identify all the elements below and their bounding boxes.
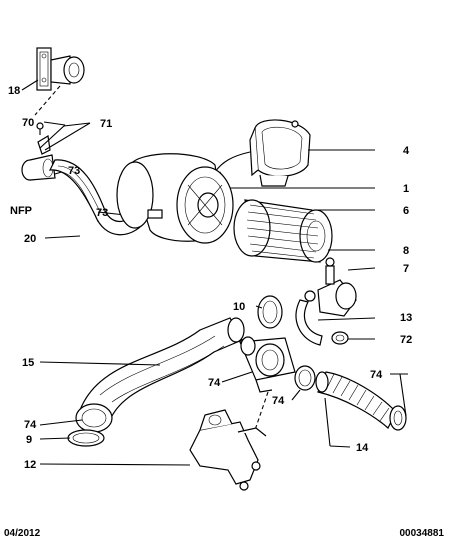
- part-10-o-ring: [257, 295, 283, 329]
- callout-1: 1: [403, 183, 409, 195]
- callout-8: 8: [403, 245, 409, 257]
- callout-12: 12: [24, 459, 36, 471]
- callout-72: 72: [400, 334, 412, 346]
- callout-74-far-right: 74: [370, 369, 383, 381]
- part-7-valve: [317, 257, 357, 317]
- callout-73-top: 73: [68, 165, 80, 177]
- part-15-intake-duct: [75, 317, 245, 433]
- part-12-lower-bracket: [189, 409, 267, 491]
- part-70-71-fitting: [21, 122, 56, 181]
- callout-14: 14: [356, 442, 369, 454]
- callout-labels: 18 70 71 73 NFP 73 20 4 1 6 8 7 10 13 72…: [8, 85, 412, 471]
- callout-70: 70: [22, 117, 34, 129]
- footer-reference-number: 00034881: [399, 528, 445, 539]
- part-74-clamp-right: [294, 365, 316, 391]
- callout-nfp: NFP: [10, 205, 32, 217]
- callout-74-right: 74: [272, 395, 285, 407]
- part-13-small-hose: [295, 290, 323, 346]
- part-18-bracket: [36, 47, 85, 91]
- part-4-mounting-strap: [249, 119, 311, 187]
- callout-71: 71: [100, 118, 112, 130]
- callout-4: 4: [403, 145, 410, 157]
- part-14-bellows-hose: [315, 371, 407, 431]
- callout-20: 20: [24, 233, 36, 245]
- part-72-clamp: [331, 331, 349, 345]
- callout-74-left: 74: [24, 419, 37, 431]
- callout-9: 9: [26, 434, 32, 446]
- callout-73-lower: 73: [96, 207, 108, 219]
- callout-6: 6: [403, 205, 409, 217]
- callout-74-center: 74: [208, 377, 221, 389]
- part-6-filter-element: [233, 199, 333, 263]
- callout-13: 13: [400, 312, 412, 324]
- part-1-filter-housing: [116, 153, 234, 244]
- callout-15: 15: [22, 357, 34, 369]
- footer-date: 04/2012: [4, 528, 41, 539]
- callout-7: 7: [403, 263, 409, 275]
- callout-10: 10: [233, 301, 245, 313]
- part-elbow-connector: [239, 336, 296, 393]
- part-9-seal-ring: [67, 429, 105, 447]
- callout-18: 18: [8, 85, 20, 97]
